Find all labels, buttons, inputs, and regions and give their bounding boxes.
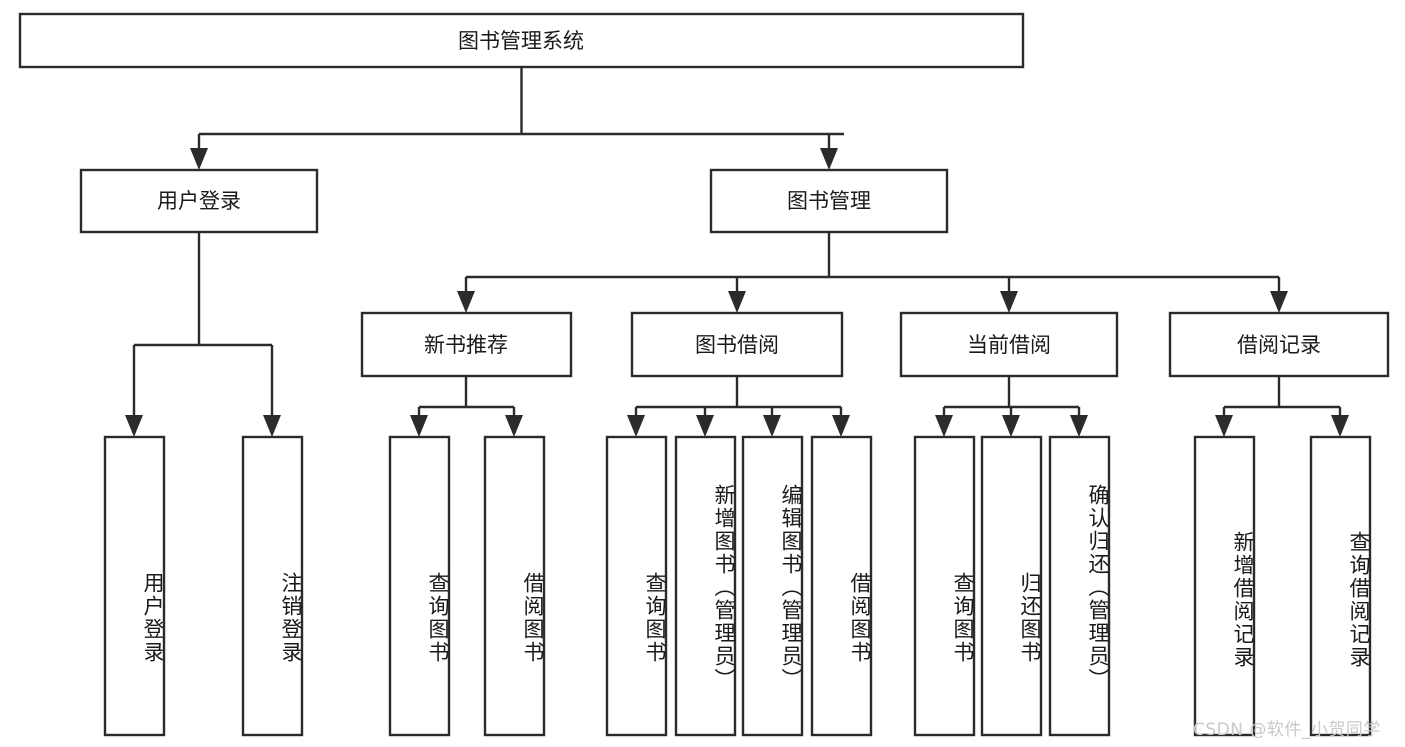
node-label-borrow-record: 借阅记录 bbox=[1237, 333, 1321, 357]
leaf-box-book-borrow-2[interactable] bbox=[741, 435, 804, 737]
node-root-system[interactable] bbox=[18, 12, 1025, 69]
leaf-box-borrow-record-0[interactable] bbox=[1193, 435, 1256, 737]
node-label-current-borrow: 当前借阅 bbox=[967, 333, 1051, 357]
connector-group-current-borrow bbox=[935, 376, 1088, 437]
node-book-borrow[interactable] bbox=[630, 311, 844, 378]
leaf-box-current-borrow-2[interactable] bbox=[1048, 435, 1111, 737]
connector-group-new-book-recommend bbox=[410, 376, 523, 437]
node-label-book-borrow: 图书借阅 bbox=[695, 333, 779, 357]
node-current-borrow[interactable] bbox=[899, 311, 1119, 378]
arrow-head-icon bbox=[1000, 291, 1018, 313]
arrow-head-icon bbox=[263, 415, 281, 437]
leaf-box-current-borrow-0[interactable] bbox=[913, 435, 976, 737]
connector-group-book-borrow bbox=[627, 376, 850, 437]
node-label-new-book-recommend: 新书推荐 bbox=[424, 333, 508, 357]
arrow-head-icon bbox=[1070, 415, 1088, 437]
arrow-head-icon bbox=[457, 291, 475, 313]
leaf-box-borrow-record-1[interactable] bbox=[1309, 435, 1372, 737]
leaf-box-current-borrow-1[interactable] bbox=[980, 435, 1043, 737]
connector-group-borrow-record bbox=[1215, 376, 1349, 437]
arrow-head-icon bbox=[696, 415, 714, 437]
arrow-head-icon bbox=[820, 148, 838, 170]
connector-group-book-management bbox=[457, 232, 1288, 313]
arrow-head-icon bbox=[1331, 415, 1349, 437]
arrow-head-icon bbox=[1270, 291, 1288, 313]
leaf-box-new-book-recommend-1[interactable] bbox=[483, 435, 546, 737]
node-label-book-management: 图书管理 bbox=[787, 189, 871, 213]
leaf-box-new-book-recommend-0[interactable] bbox=[388, 435, 451, 737]
arrow-head-icon bbox=[728, 291, 746, 313]
leaf-box-user-login-1[interactable] bbox=[241, 435, 304, 737]
leaf-box-book-borrow-1[interactable] bbox=[674, 435, 737, 737]
arrow-head-icon bbox=[1002, 415, 1020, 437]
arrow-head-icon bbox=[1215, 415, 1233, 437]
arrow-head-icon bbox=[763, 415, 781, 437]
node-new-book-recommend[interactable] bbox=[360, 311, 573, 378]
connector-group-user-login bbox=[125, 232, 281, 437]
leaf-box-book-borrow-3[interactable] bbox=[810, 435, 873, 737]
arrow-head-icon bbox=[125, 415, 143, 437]
arrow-head-icon bbox=[935, 415, 953, 437]
csdn-watermark: CSDN @软件_小贺同学 bbox=[1193, 720, 1381, 740]
node-label-user-login: 用户登录 bbox=[157, 189, 241, 213]
arrow-head-icon bbox=[505, 415, 523, 437]
arrow-head-icon bbox=[832, 415, 850, 437]
leaf-box-user-login-0[interactable] bbox=[103, 435, 166, 737]
arrow-head-icon bbox=[410, 415, 428, 437]
leaf-box-book-borrow-0[interactable] bbox=[605, 435, 668, 737]
connector-group-root bbox=[190, 67, 844, 170]
arrow-head-icon bbox=[190, 148, 208, 170]
node-borrow-record[interactable] bbox=[1168, 311, 1390, 378]
node-label-root-system: 图书管理系统 bbox=[458, 29, 584, 53]
arrow-head-icon bbox=[627, 415, 645, 437]
node-user-login[interactable] bbox=[79, 168, 319, 234]
